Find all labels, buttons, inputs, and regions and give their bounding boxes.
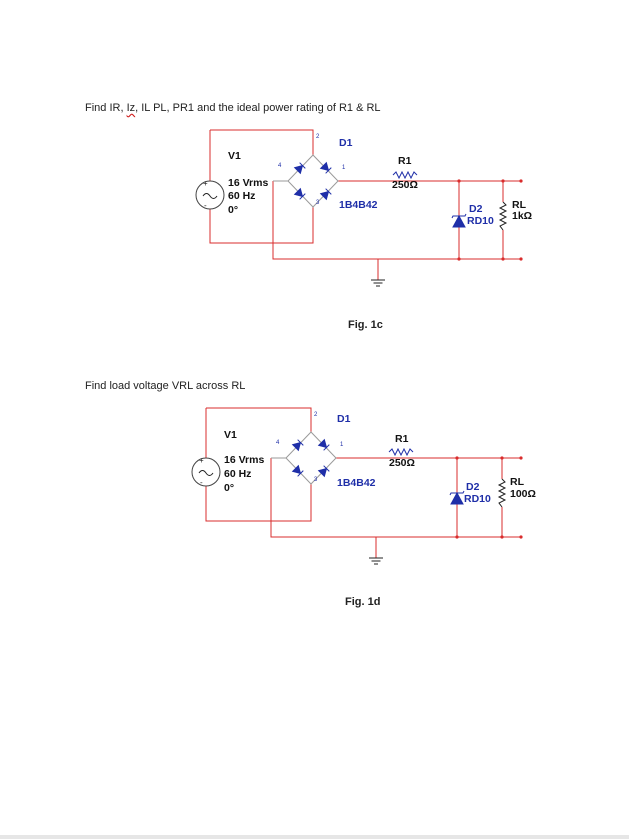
zener-part-label: RD10 (467, 215, 494, 227)
ac-source-symbol: + - (191, 456, 221, 487)
question-2-text: Find load voltage VRL across RL (85, 380, 246, 392)
wire-junctions (455, 456, 523, 539)
figure-caption-1d: Fig. 1d (345, 596, 381, 608)
bridge-part-label: 1B4B42 (339, 199, 378, 211)
resistor-r1-symbol (392, 170, 418, 180)
zener-part-label: RD10 (464, 493, 491, 505)
zener-diode-symbol (449, 490, 465, 505)
source-frequency-label: 60 Hz (228, 190, 255, 202)
circuit-diagram-1d: + - 2 4 1 3 V1 16 Vrms 60 Hz 0° D1 1B4B4… (191, 407, 536, 565)
load-name-label: RL (510, 476, 525, 488)
r1-value-label: 250Ω (389, 457, 415, 469)
svg-text:-: - (204, 201, 207, 210)
source-phase-label: 0° (228, 204, 238, 216)
ac-source-symbol: + - (195, 179, 225, 210)
r1-value-label: 250Ω (392, 179, 418, 191)
resistor-rl-symbol (497, 478, 507, 508)
source-vrms-label: 16 Vrms (228, 177, 268, 189)
load-value-label: 100Ω (510, 488, 536, 500)
resistor-r1-symbol (388, 447, 414, 457)
zener-name-label: D2 (466, 481, 480, 493)
svg-text:-: - (200, 478, 203, 487)
pin-label: 3 (316, 200, 320, 206)
pin-label: 4 (278, 163, 282, 169)
bridge-part-label: 1B4B42 (337, 477, 376, 489)
zener-name-label: D2 (469, 203, 483, 215)
source-vrms-label: 16 Vrms (224, 454, 264, 466)
zener-diode-symbol (451, 213, 467, 228)
wire-junctions (457, 179, 523, 261)
pin-label: 1 (342, 165, 346, 171)
source-name-label: V1 (224, 429, 237, 441)
ground-symbol (369, 557, 383, 565)
bridge-name-label: D1 (337, 413, 351, 425)
source-name-label: V1 (228, 150, 241, 162)
spellcheck-word: Iz (126, 102, 136, 114)
load-name-label: RL (512, 199, 527, 211)
pin-label: 2 (316, 134, 320, 140)
pin-label: 1 (340, 442, 344, 448)
diode-bridge-symbol (271, 431, 337, 485)
source-phase-label: 0° (224, 482, 234, 494)
load-value-label: 1kΩ (512, 210, 532, 222)
pin-label: 3 (314, 477, 318, 483)
pin-label: 4 (276, 440, 280, 446)
bridge-name-label: D1 (339, 137, 353, 149)
diode-bridge-symbol (273, 154, 339, 208)
ground-symbol (371, 279, 385, 287)
source-frequency-label: 60 Hz (224, 468, 251, 480)
page-bottom-edge (0, 835, 629, 839)
figure-caption-1c: Fig. 1c (348, 319, 383, 331)
pin-label: 2 (314, 412, 318, 418)
resistor-rl-symbol (498, 201, 508, 231)
svg-text:+: + (199, 456, 204, 465)
circuit-diagram-1c: + - 2 4 1 3 V1 16 Vrms 60 Hz 0° D1 1B4B4… (195, 129, 532, 287)
question-1-text: Find IR, Iz, IL PL, PR1 and the ideal po… (85, 102, 381, 114)
wires (205, 407, 521, 558)
r1-name-label: R1 (395, 433, 409, 445)
svg-text:+: + (203, 179, 208, 188)
r1-name-label: R1 (398, 155, 412, 167)
